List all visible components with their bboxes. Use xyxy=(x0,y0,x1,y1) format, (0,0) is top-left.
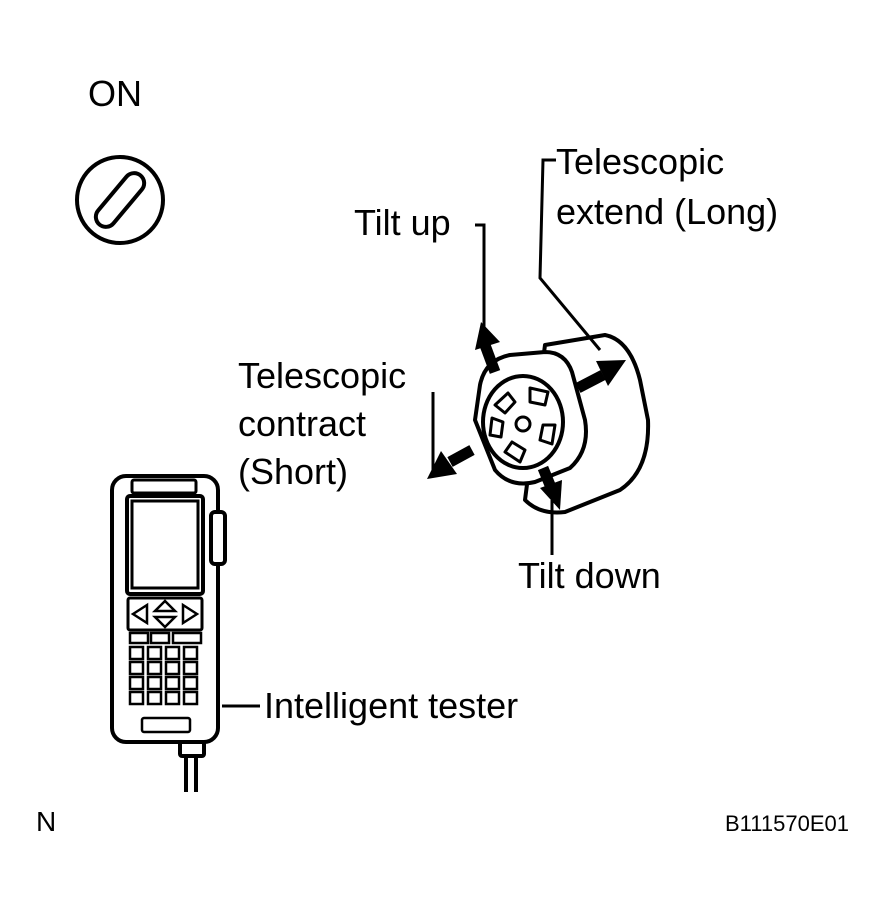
tilt-down-arrow xyxy=(537,465,562,510)
leader-lines xyxy=(222,158,602,708)
telescopic-contract-label-line2: contract xyxy=(238,403,367,444)
tilt-down-label: Tilt down xyxy=(518,555,661,596)
intelligent-tester-icon xyxy=(110,474,227,792)
leader-tilt-up xyxy=(475,223,486,330)
ignition-on-icon xyxy=(75,155,165,245)
ignition-on-label: ON xyxy=(88,73,142,114)
tilt-telescopic-switch xyxy=(473,333,651,515)
tilt-up-arrow xyxy=(475,322,501,374)
intelligent-tester-label: Intelligent tester xyxy=(264,685,519,726)
telescopic-extend-label-line1: Telescopic xyxy=(556,141,725,182)
telescopic-contract-label-line3: (Short) xyxy=(238,451,349,492)
tilt-up-label: Tilt up xyxy=(354,202,451,243)
leader-telescopic-extend xyxy=(538,158,602,351)
telescopic-contract-arrow xyxy=(427,445,475,479)
telescopic-extend-arrow xyxy=(575,360,626,393)
telescopic-contract-label-line1: Telescopic xyxy=(238,355,407,396)
footer-left-label: N xyxy=(36,806,57,837)
telescopic-extend-label-line2: extend (Long) xyxy=(556,191,779,232)
figure-code: B111570E01 xyxy=(725,811,849,836)
